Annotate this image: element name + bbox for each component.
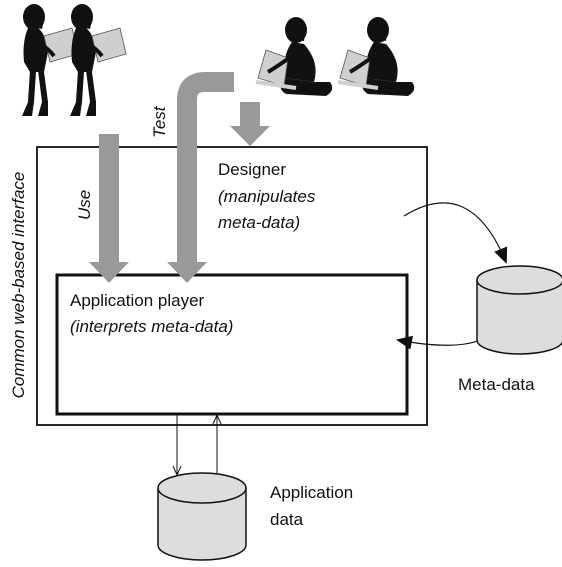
test-label: Test <box>150 105 169 138</box>
application-player-box <box>55 273 409 416</box>
designer-to-metadata-arrow <box>403 202 508 264</box>
designer-arrow <box>230 102 270 146</box>
metadata-cylinder <box>476 265 562 355</box>
seated-designer-with-laptop-icon <box>336 15 417 98</box>
application-data-cylinder <box>157 472 247 561</box>
use-label: Use <box>75 190 94 220</box>
interface-label: Common web-based interface <box>9 172 28 399</box>
player-title: Application player <box>70 291 205 310</box>
designer-title: Designer <box>218 160 286 179</box>
seated-designer-with-laptop-icon <box>254 15 335 98</box>
appdata-label-line2: data <box>270 510 304 529</box>
designer-subtitle-line1: (manipulates <box>218 187 316 206</box>
player-subtitle: (interprets meta-data) <box>70 317 233 336</box>
metadata-label: Meta-data <box>458 375 535 394</box>
test-arrow <box>167 72 234 283</box>
designer-subtitle-line2: meta-data) <box>218 213 300 232</box>
appdata-label-line1: Application <box>270 483 353 502</box>
standing-user-with-laptop-icon <box>20 2 80 118</box>
use-arrow <box>89 134 129 283</box>
standing-user-with-laptop-icon <box>68 2 128 118</box>
web-interface-frame <box>36 146 428 426</box>
